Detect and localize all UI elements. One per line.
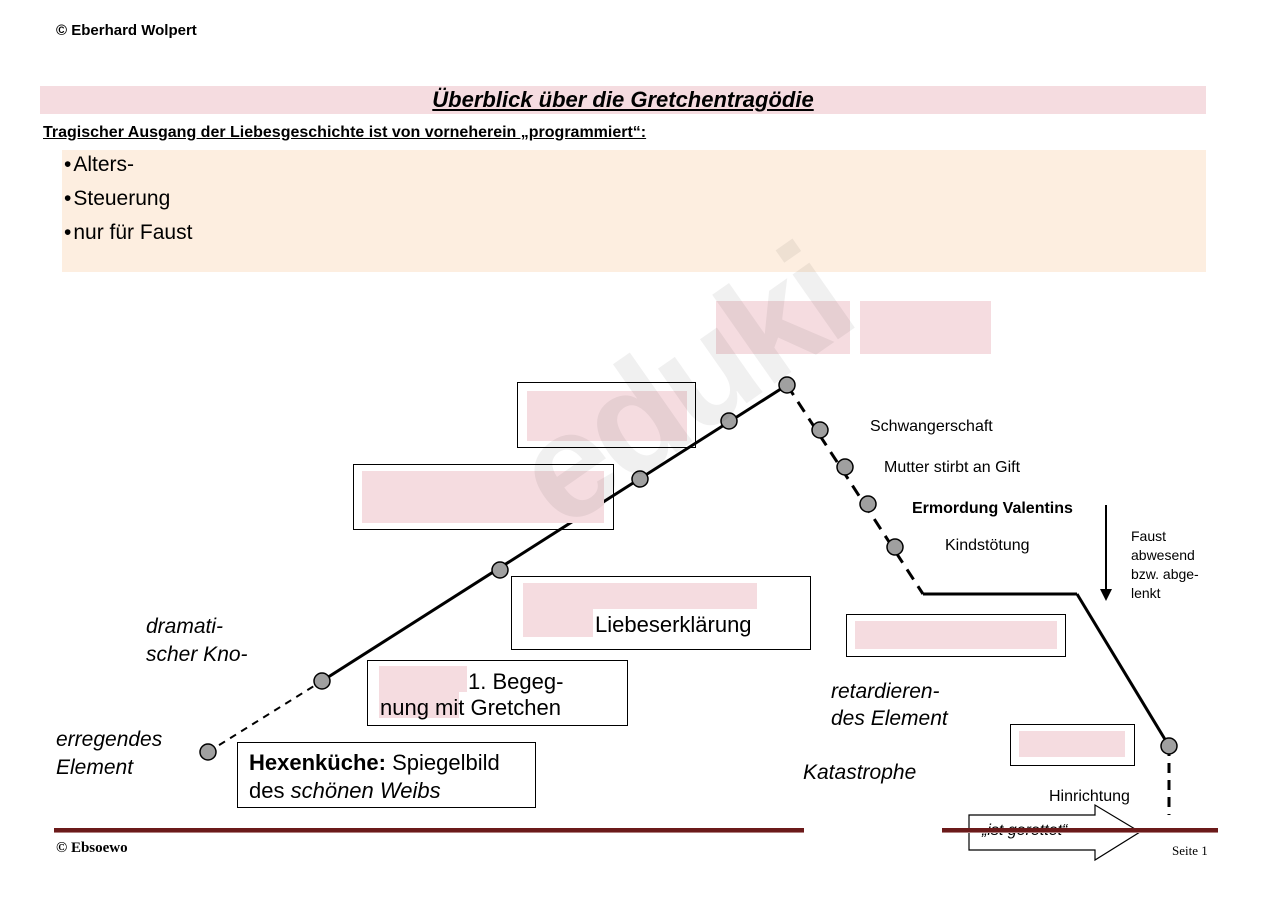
hexenkueche-line2: des schönen Weibs xyxy=(249,777,441,805)
box-retardierend xyxy=(846,614,1066,657)
blank-block xyxy=(527,391,687,441)
blank-block xyxy=(523,609,593,637)
blank-block xyxy=(860,301,991,354)
blank-block xyxy=(379,666,467,692)
label-kindstoetung: Kindstötung xyxy=(945,537,1030,554)
blank-block xyxy=(523,583,757,609)
box-liebeserklaerung xyxy=(511,576,811,650)
box-begegnung xyxy=(367,660,628,726)
label-valentin: Ermordung Valentins xyxy=(912,500,1073,517)
node xyxy=(859,495,877,513)
node xyxy=(631,470,649,488)
liebeserklaerung-label: Liebeserklärung xyxy=(595,612,752,637)
blank-block xyxy=(379,692,459,718)
node xyxy=(720,412,738,430)
footer-rule-left xyxy=(54,828,804,833)
hexenkueche-des: des xyxy=(249,778,291,803)
hexenkueche-rest: Spiegelbild xyxy=(385,750,500,775)
label-erregendes-2: Element xyxy=(56,756,134,779)
label-dramatisch-2: scher Kno- xyxy=(146,643,248,666)
falling-dashed-line xyxy=(785,384,925,595)
blank-block xyxy=(362,471,604,523)
node xyxy=(199,743,217,761)
label-retardierend-2: des Element xyxy=(831,707,948,730)
label-erregendes-1: erregendes xyxy=(56,728,163,751)
hexenkueche-line1: Hexenküche: Spiegelbild xyxy=(249,749,500,777)
label-schwangerschaft: Schwangerschaft xyxy=(870,418,993,435)
box-upper xyxy=(353,464,614,530)
label-retardierend-1: retardieren- xyxy=(831,680,940,703)
hexenkueche-italic: schönen Weibs xyxy=(290,778,441,803)
bullet-list: Alters- Steuerung nur für Faust xyxy=(64,150,192,252)
page-number: Seite 1 xyxy=(1172,843,1208,858)
footer-copyright: © Ebsoewo xyxy=(56,840,128,856)
blank-block xyxy=(1019,731,1125,757)
dashed-start-line xyxy=(207,680,323,753)
faust-note-line: abwesend xyxy=(1131,547,1195,563)
box-katastrophe xyxy=(1010,724,1135,766)
subtitle: Tragischer Ausgang der Liebesgeschichte … xyxy=(43,124,647,141)
node xyxy=(886,538,904,556)
rising-line xyxy=(321,383,788,683)
box-hexenkueche xyxy=(237,742,536,808)
label-hinrichtung: Hinrichtung xyxy=(1049,788,1130,805)
blank-block xyxy=(716,301,850,354)
node xyxy=(836,458,854,476)
bullet-highlight xyxy=(62,150,1206,272)
faust-note-line: lenkt xyxy=(1131,585,1161,601)
box-top xyxy=(517,382,696,448)
node xyxy=(811,421,829,439)
bullet-item: Alters- xyxy=(64,150,192,184)
title-highlight xyxy=(40,86,1206,114)
hexenkueche-bold: Hexenküche: xyxy=(249,750,386,775)
label-mutter: Mutter stirbt an Gift xyxy=(884,459,1021,476)
faust-note: Faust abwesend bzw. abge- lenkt xyxy=(1131,527,1199,603)
label-katastrophe: Katastrophe xyxy=(803,761,917,784)
begegnung-line2: nung mit Gretchen xyxy=(380,695,561,720)
faust-note-line: Faust xyxy=(1131,528,1167,544)
blank-block xyxy=(855,621,1057,649)
begegnung-line1: 1. Begeg- xyxy=(468,669,564,694)
bullet-item: Steuerung xyxy=(64,184,192,218)
faust-note-line: bzw. abge- xyxy=(1131,566,1199,582)
node xyxy=(313,672,331,690)
page-title: Überblick über die Gretchentragödie xyxy=(432,87,814,112)
footer-rule-right xyxy=(942,828,1218,833)
node xyxy=(1160,737,1178,755)
bullet-item: nur für Faust xyxy=(64,218,192,252)
final-falling-line xyxy=(1075,593,1171,747)
node xyxy=(778,376,796,394)
label-dramatisch-1: dramati- xyxy=(146,615,224,638)
copyright-header: © Eberhard Wolpert xyxy=(56,22,197,39)
node xyxy=(491,561,509,579)
faust-arrow-head xyxy=(1100,589,1112,601)
